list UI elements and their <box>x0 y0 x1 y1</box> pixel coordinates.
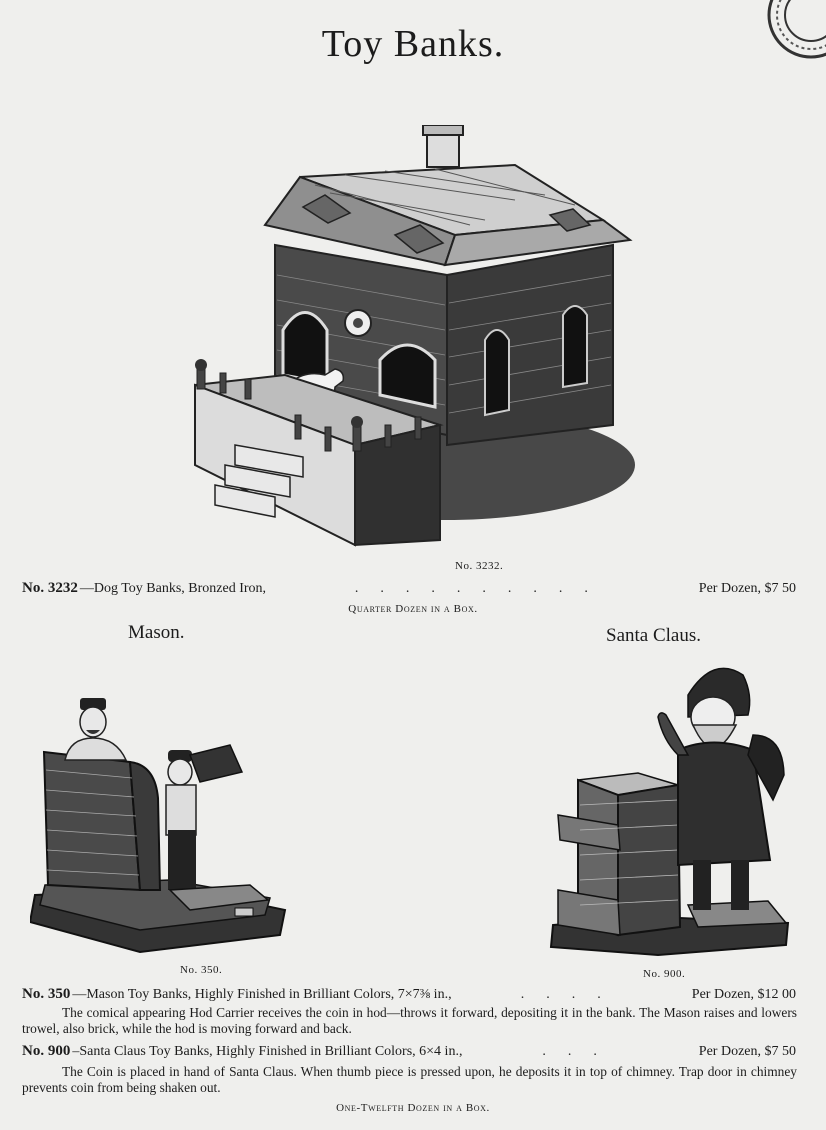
item-line-350: No. 350 —Mason Toy Banks, Highly Finishe… <box>22 986 796 1003</box>
item-note-900: The Coin is placed in hand of Santa Clau… <box>22 1064 797 1095</box>
leader-dots: .... <box>520 987 623 1002</box>
page-title: Toy Banks. <box>321 23 505 65</box>
dog-bank-illustration <box>194 125 635 547</box>
item-number: No. 3232 <box>22 580 78 596</box>
heading-mason: Mason. <box>128 622 185 643</box>
item-price: Per Dozen, $12 00 <box>691 987 796 1002</box>
santa-claus-bank-illustration <box>549 667 790 957</box>
footer-box-note: One-Twelfth Dozen in a Box. <box>336 1102 490 1114</box>
item-line-3232: No. 3232 —Dog Toy Banks, Bronzed Iron, .… <box>22 580 796 597</box>
heading-santa-claus: Santa Claus. <box>606 625 701 646</box>
item-line-900: No. 900 –Santa Claus Toy Banks, Highly F… <box>22 1043 796 1060</box>
corner-ornament-icon <box>767 0 826 59</box>
item-number: No. 350 <box>22 986 71 1002</box>
figure-label-350: No. 350. <box>180 964 223 976</box>
leader-dots: .......... <box>354 581 610 596</box>
item-number: No. 900 <box>22 1043 71 1059</box>
item-description: —Dog Toy Banks, Bronzed Iron, <box>79 581 267 596</box>
item-description: —Mason Toy Banks, Highly Finished in Bri… <box>72 987 452 1002</box>
leader-dots: ... <box>542 1044 619 1059</box>
box-note-3232: Quarter Dozen in a Box. <box>348 603 478 615</box>
mason-bank-illustration <box>30 698 287 954</box>
item-price: Per Dozen, $7 50 <box>698 581 796 596</box>
figure-label-900: No. 900. <box>643 968 686 980</box>
figure-label-3232: No. 3232. <box>455 560 504 572</box>
item-description: –Santa Claus Toy Banks, Highly Finished … <box>72 1044 463 1059</box>
item-price: Per Dozen, $7 50 <box>698 1044 796 1059</box>
item-note-350: The comical appearing Hod Carrier receiv… <box>22 1005 797 1036</box>
